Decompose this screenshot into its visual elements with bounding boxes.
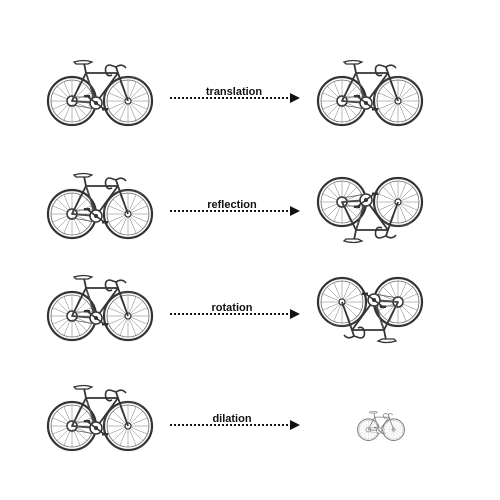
- original-bicycle: [46, 274, 154, 342]
- reflected-bicycle: [316, 176, 424, 244]
- row-dilation: dilation: [46, 384, 405, 452]
- translated-bicycle: [316, 59, 424, 127]
- rotated-bicycle: [316, 276, 424, 344]
- dilated-bicycle: [357, 410, 405, 441]
- row-translation: translation: [46, 59, 424, 127]
- original-bicycle: [46, 384, 154, 452]
- row-rotation: rotation: [46, 274, 424, 344]
- transformation-label: rotation: [212, 302, 253, 314]
- row-reflection: reflection: [46, 172, 424, 244]
- transformation-label: reflection: [207, 199, 257, 211]
- transformation-label: translation: [206, 86, 263, 98]
- transformation-label: dilation: [212, 413, 251, 425]
- original-bicycle: [46, 59, 154, 127]
- original-bicycle: [46, 172, 154, 240]
